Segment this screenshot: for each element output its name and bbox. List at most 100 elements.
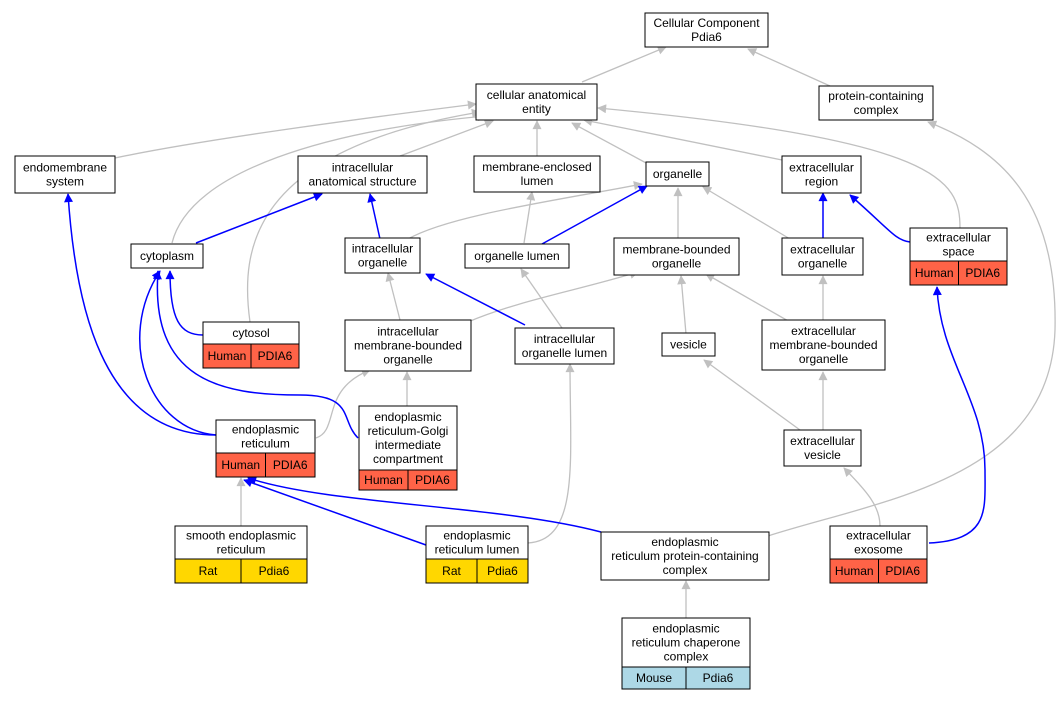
gene-label-exspace: PDIA6 — [965, 266, 1000, 280]
node-label-cytosol: cytosol — [232, 326, 269, 340]
gene-cell-erlumen — [476, 558, 529, 584]
node-vesicle[interactable]: vesicle — [661, 332, 716, 357]
node-label-exosome: exosome — [854, 543, 903, 557]
species-label-exspace: Human — [915, 266, 954, 280]
edge-er-cytoplasm — [139, 270, 217, 436]
edge-cytosol-cytoplasm — [165, 270, 204, 336]
species-cell-ser — [174, 558, 242, 584]
gene-cell-ser — [240, 558, 308, 584]
node-box-endomem — [14, 155, 116, 194]
species-label-er: Human — [221, 458, 260, 472]
edge-vesicle-mbo — [677, 275, 687, 335]
edge-intorg-ias — [367, 193, 381, 240]
species-label-cytosol: Human — [208, 349, 247, 363]
node-organelle[interactable]: organelle — [645, 161, 710, 187]
gene-cell-erchap — [685, 666, 751, 690]
gene-cell-er — [265, 452, 316, 478]
node-label-endomem: system — [46, 175, 84, 189]
node-label-intorg: intracellular — [352, 242, 413, 256]
edge-endomem-cae — [114, 100, 477, 159]
gene-label-ser: Pdia6 — [259, 564, 290, 578]
node-box-exreg — [781, 155, 862, 194]
node-ergic[interactable]: endoplasmicreticulum-Golgiintermediateco… — [358, 405, 458, 491]
gene-label-er: PDIA6 — [273, 458, 308, 472]
node-label-endomem: endomembrane — [23, 161, 107, 175]
node-label-organelle: organelle — [653, 167, 703, 181]
node-box-erpcc — [600, 531, 770, 581]
node-box-mbo — [613, 237, 740, 276]
node-label-ergic: reticulum-Golgi — [368, 424, 449, 438]
edge-erpcc-pcc — [767, 120, 1056, 537]
node-label-cae: cellular anatomical — [487, 88, 586, 102]
node-label-pcc: complex — [854, 103, 899, 117]
species-label-erchap: Mouse — [636, 671, 672, 685]
edge-exosome-exves — [843, 467, 881, 527]
edge-er-endomem — [64, 193, 217, 436]
gene-label-cytosol: PDIA6 — [258, 349, 293, 363]
node-label-embo: organelle — [799, 352, 849, 366]
species-label-ser: Rat — [199, 564, 218, 578]
node-label-cae: entity — [522, 102, 551, 116]
node-label-pcc: protein-containing — [828, 89, 923, 103]
node-label-er: endoplasmic — [232, 423, 299, 437]
gene-label-ergic: PDIA6 — [415, 473, 450, 487]
edge-iol-intorg — [425, 273, 526, 326]
edge-erpcc-er — [247, 476, 602, 533]
species-label-exosome: Human — [835, 564, 874, 578]
node-box-orglumen — [464, 243, 570, 269]
node-label-mbo: membrane-bounded — [622, 243, 730, 257]
node-label-imbo: organelle — [383, 353, 433, 367]
gene-label-exosome: PDIA6 — [885, 564, 920, 578]
node-box-organelle — [645, 161, 710, 187]
edge-orglumen-organelle — [541, 185, 648, 245]
node-label-exves: extracellular — [790, 434, 855, 448]
node-label-exves: vesicle — [804, 448, 841, 462]
edges — [64, 45, 1056, 618]
node-label-exreg: extracellular — [789, 161, 854, 175]
edge-exspace-exreg — [849, 194, 911, 243]
edge-exves-vesicle — [703, 359, 801, 431]
species-label-ergic: Human — [364, 473, 403, 487]
node-box-ias — [297, 155, 428, 194]
node-label-exosome: extracellular — [846, 529, 911, 543]
node-label-ergic: endoplasmic — [374, 410, 441, 424]
node-label-exspace: extracellular — [926, 231, 991, 245]
node-label-cytoplasm: cytoplasm — [140, 249, 194, 263]
node-orglumen[interactable]: organelle lumen — [464, 243, 570, 269]
node-box-cytoplasm — [130, 243, 204, 269]
species-cell-erlumen — [425, 558, 478, 584]
species-label-erlumen: Rat — [442, 564, 461, 578]
node-label-exreg: region — [805, 175, 838, 189]
edge-iol-orglumen — [520, 268, 563, 329]
node-label-erchap: reticulum chaperone — [632, 636, 741, 650]
node-box-cae — [475, 83, 598, 121]
node-label-vesicle: vesicle — [670, 338, 707, 352]
edge-exosome-exspace — [928, 286, 986, 544]
gene-label-erchap: Pdia6 — [703, 671, 734, 685]
node-cytoplasm[interactable]: cytoplasm — [130, 243, 204, 269]
